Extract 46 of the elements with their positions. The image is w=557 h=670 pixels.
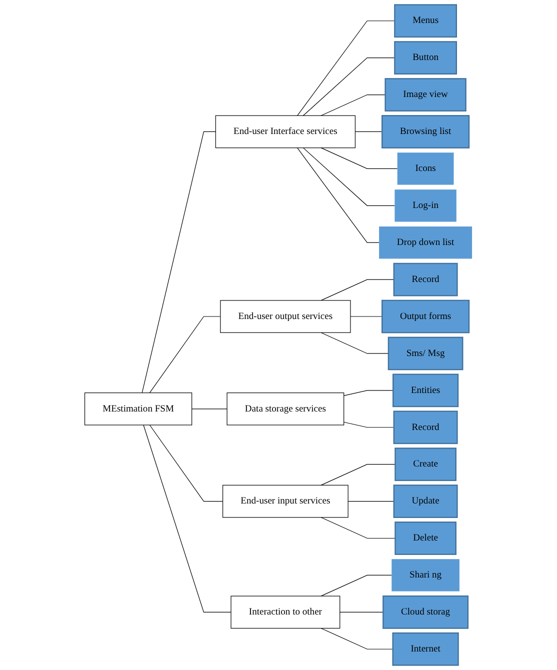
node-box: Log-in: [394, 190, 456, 222]
connector: [348, 501, 394, 502]
node-box: Record: [393, 410, 458, 444]
node-box: Delete: [394, 522, 457, 555]
node-box: Interaction to other: [230, 596, 340, 629]
connector: [320, 279, 394, 301]
node-box: Create: [394, 448, 457, 482]
node-box: Output forms: [382, 300, 470, 334]
node-box: Record: [393, 262, 458, 296]
node-box: Internet: [392, 632, 459, 666]
node-box: Sms/ Msg: [388, 336, 464, 370]
node-box: Browsing list: [382, 115, 470, 148]
connector: [320, 94, 386, 116]
node-box: MEstimation FSM: [84, 392, 192, 426]
connector: [149, 424, 224, 502]
connector: [303, 148, 396, 206]
node-box: Image view: [384, 78, 466, 112]
node-box: Drop down list: [379, 226, 472, 259]
node-box: End-user Interface services: [215, 115, 356, 148]
node-box: End-user output services: [220, 300, 351, 333]
connector: [192, 408, 228, 410]
connector: [344, 390, 394, 396]
connector: [320, 574, 392, 596]
node-box: Data storage services: [226, 392, 344, 426]
connector: [320, 332, 389, 354]
connector: [355, 131, 382, 132]
node-box: Icons: [397, 152, 454, 185]
connector: [149, 316, 221, 394]
node-box: Menus: [394, 4, 458, 38]
node-box: Cloud storag: [382, 595, 469, 629]
node-box: End-user input services: [222, 484, 348, 518]
connector: [350, 316, 382, 317]
connector: [303, 58, 396, 116]
connector: [297, 20, 396, 116]
connector: [320, 517, 396, 539]
connector: [320, 464, 396, 486]
connector: [320, 628, 394, 650]
connector: [320, 148, 398, 169]
connector: [297, 148, 380, 243]
node-box: Button: [394, 41, 458, 74]
node-box: Entities: [392, 374, 459, 408]
node-box: Shari ng: [392, 559, 460, 592]
connector: [142, 131, 216, 394]
connector: [143, 424, 232, 612]
node-box: Update: [393, 484, 458, 518]
connector: [344, 422, 394, 428]
